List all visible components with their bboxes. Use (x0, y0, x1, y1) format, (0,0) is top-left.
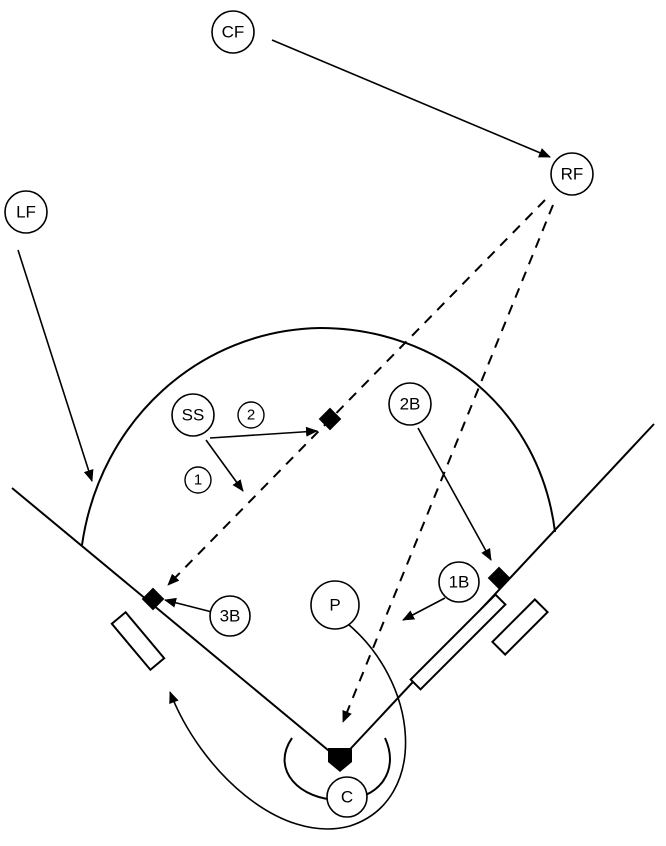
step-marker-1-label: 1 (194, 472, 202, 489)
left-foul-line (11, 487, 341, 761)
second-baseman: 2B (388, 382, 432, 426)
shortstop-label: SS (182, 406, 205, 425)
lf-backup-arrow (17, 249, 94, 482)
second-baseman-cover-first-arrow (417, 427, 492, 561)
first-base-running-lane (409, 593, 507, 691)
center-fielder: CF (211, 10, 255, 54)
second-baseman-label: 2B (400, 395, 421, 414)
throw-line-to-third (167, 199, 546, 586)
catcher: C (326, 776, 368, 818)
third-baseman-tag-arrow (164, 597, 213, 613)
step-marker-2: 2 (237, 401, 265, 429)
first-baseman: 1B (438, 561, 480, 603)
cf-backup-arrow (271, 39, 551, 158)
left-fielder: LF (4, 190, 48, 234)
pitcher: P (310, 580, 360, 630)
step-marker-1: 1 (184, 466, 212, 494)
pitcher-label: P (329, 596, 340, 615)
ss-move-cutoff-arrow (205, 439, 244, 492)
first-base (487, 566, 511, 590)
catcher-label: C (341, 788, 353, 807)
throw-line-to-home (342, 204, 554, 723)
shortstop: SS (171, 393, 215, 437)
infield-arc (81, 326, 556, 546)
center-fielder-label: CF (222, 23, 245, 42)
left-fielder-label: LF (16, 203, 36, 222)
third-base (141, 587, 165, 611)
step-marker-2-label: 2 (247, 407, 255, 424)
right-fielder-label: RF (561, 165, 584, 184)
third-base-coach-box (110, 610, 166, 672)
pitcher-backup-arrow (169, 619, 407, 830)
first-baseman-cutoff-arrow (402, 597, 446, 621)
ss-move-to-second-arrow (209, 426, 318, 439)
home-plate (328, 748, 352, 772)
right-foul-line (339, 423, 655, 761)
right-fielder: RF (550, 152, 594, 196)
third-baseman-label: 3B (220, 607, 241, 626)
first-baseman-label: 1B (449, 573, 470, 592)
third-baseman: 3B (209, 595, 251, 637)
first-base-coach-box (491, 598, 549, 656)
